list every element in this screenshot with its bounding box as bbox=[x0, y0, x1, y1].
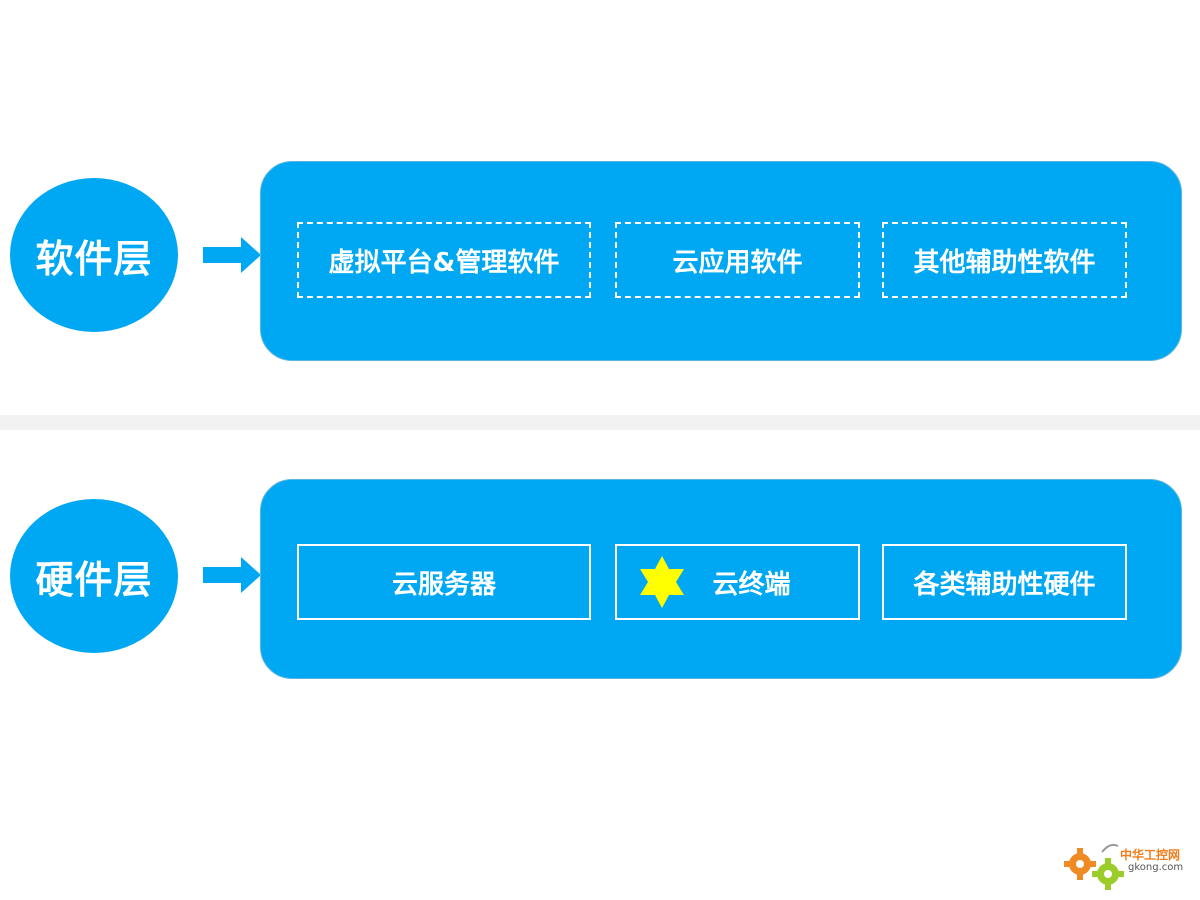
layer-divider bbox=[0, 415, 1200, 430]
auxiliary-hardware-box: 各类辅助性硬件 bbox=[882, 544, 1127, 620]
cloud-terminal-box: 云终端 bbox=[615, 544, 860, 620]
arrow-right-icon bbox=[203, 237, 261, 273]
other-auxiliary-software-box: 其他辅助性软件 bbox=[882, 222, 1127, 298]
hardware-layer-panel bbox=[260, 479, 1182, 679]
watermark-brand: 中华工控网 bbox=[1120, 848, 1181, 862]
cloud-application-box: 云应用软件 bbox=[615, 222, 860, 298]
gkong-logo-icon bbox=[1064, 843, 1124, 890]
cloud-terminal-label: 云终端 bbox=[712, 569, 791, 600]
cloud-server-box: 云服务器 bbox=[297, 544, 591, 620]
arrow-right-icon bbox=[203, 557, 261, 593]
virtual-platform-management-box: 虚拟平台&管理软件 bbox=[297, 222, 591, 298]
star-icon bbox=[640, 556, 684, 608]
hardware-layer-label: 硬件层 bbox=[10, 499, 178, 653]
watermark-site: gkong.com bbox=[1128, 862, 1184, 873]
software-layer-panel bbox=[260, 161, 1182, 361]
software-layer-label: 软件层 bbox=[10, 178, 178, 332]
